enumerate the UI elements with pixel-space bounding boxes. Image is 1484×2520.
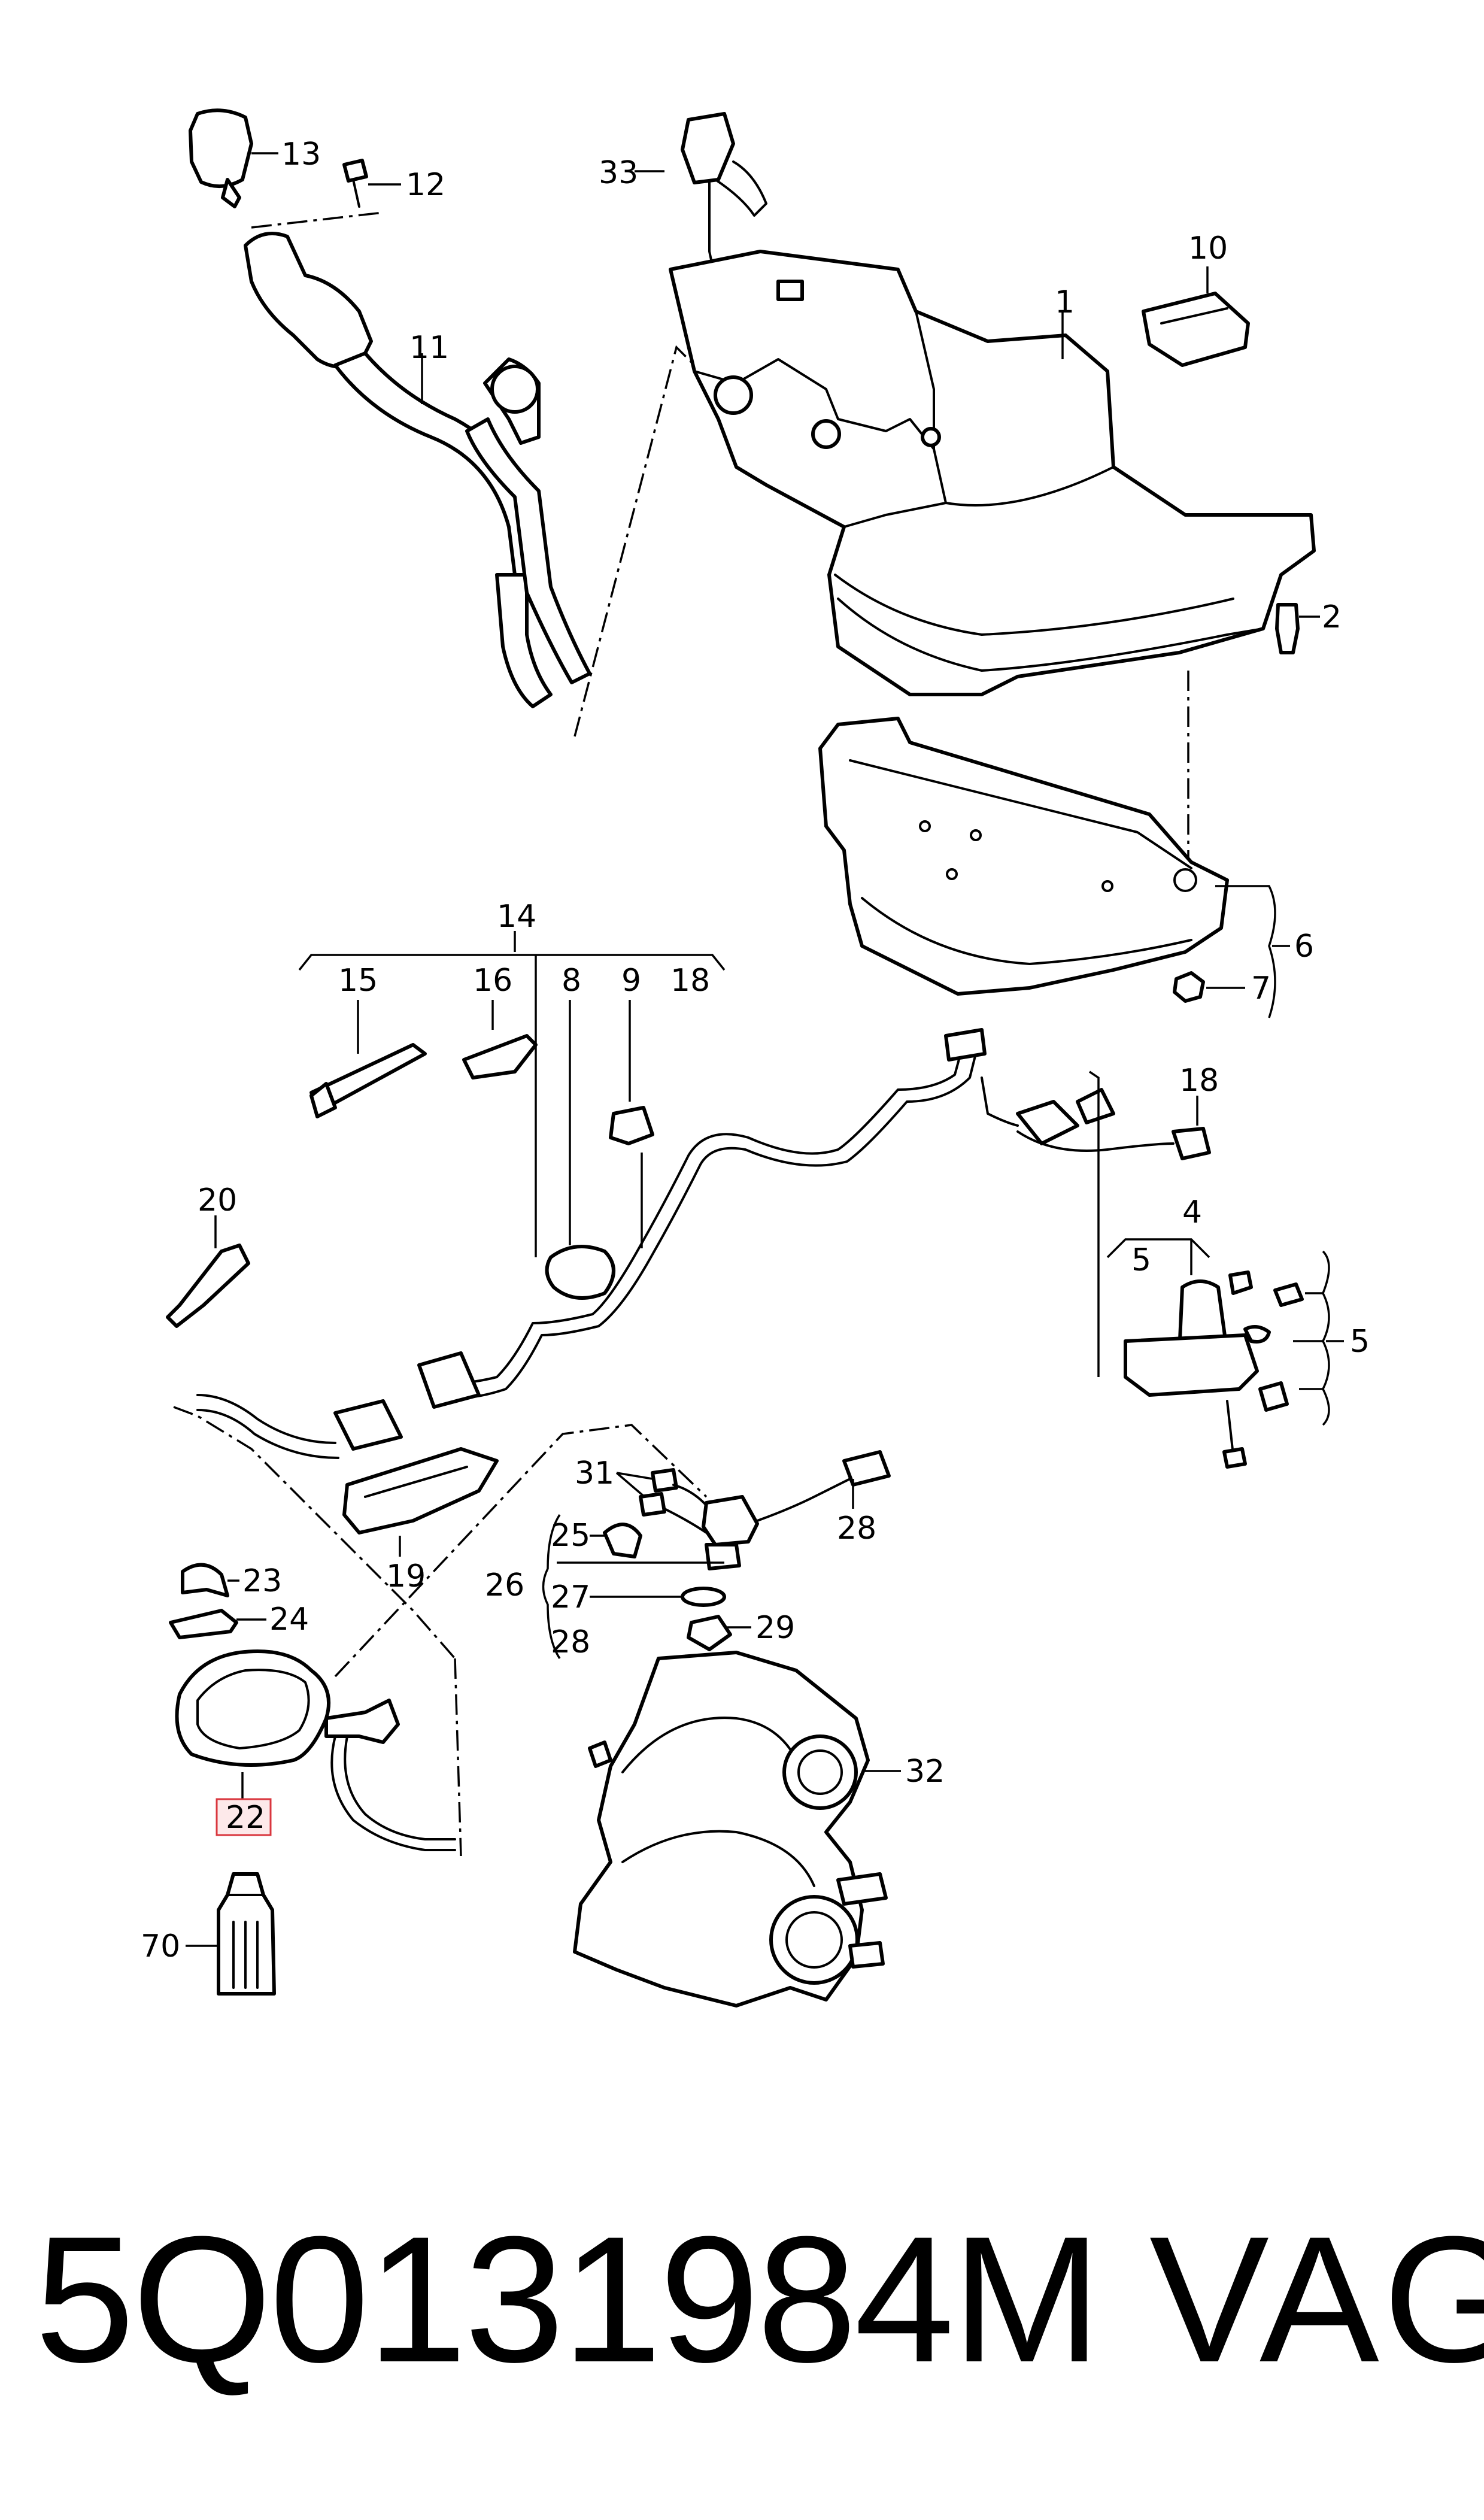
part-6-shield bbox=[818, 717, 1290, 1018]
callout-29: 29 bbox=[755, 1610, 795, 1646]
callout-28-left: 28 bbox=[551, 1624, 590, 1660]
callout-23: 23 bbox=[242, 1563, 282, 1599]
part-16-clip bbox=[462, 1000, 538, 1079]
callout-22-highlight bbox=[216, 1798, 272, 1836]
part-20-bracket bbox=[166, 1215, 250, 1328]
part-25-clip bbox=[590, 1523, 642, 1558]
callout-28-right: 28 bbox=[837, 1511, 876, 1546]
part-29-clamp bbox=[687, 1615, 751, 1651]
callout-20: 20 bbox=[198, 1182, 237, 1218]
callout-13: 13 bbox=[281, 137, 321, 172]
part-33-connector bbox=[635, 112, 767, 295]
callout-18-top: 18 bbox=[670, 963, 710, 999]
part-10-connector bbox=[1142, 266, 1250, 367]
callout-14: 14 bbox=[497, 899, 536, 935]
part-32-housing bbox=[573, 1651, 901, 2007]
callout-5-top: 5 bbox=[1131, 1242, 1151, 1278]
part-13-cap bbox=[189, 108, 278, 208]
callout-9: 9 bbox=[621, 963, 641, 999]
callout-24: 24 bbox=[269, 1602, 309, 1637]
callout-10: 10 bbox=[1188, 231, 1228, 266]
callout-25: 25 bbox=[551, 1518, 590, 1554]
part-2-bolt bbox=[1275, 603, 1320, 654]
callout-33: 33 bbox=[599, 155, 638, 191]
part-27-seal bbox=[590, 1587, 726, 1607]
part-19-holder bbox=[342, 1447, 499, 1557]
part-7-nut bbox=[1173, 971, 1245, 1003]
callout-22: 22 bbox=[226, 1800, 265, 1836]
callout-27: 27 bbox=[551, 1579, 590, 1615]
callout-12: 12 bbox=[406, 167, 445, 203]
footer-part-number: 5Q0131984M bbox=[35, 2198, 1101, 2400]
footer-brand: VAG bbox=[1149, 2198, 1484, 2400]
part-8-ring bbox=[545, 1000, 615, 1300]
part-11-filler-neck bbox=[244, 232, 591, 708]
part-9-grommet bbox=[609, 1000, 654, 1248]
callout-4: 4 bbox=[1182, 1194, 1202, 1230]
part-1-tank bbox=[669, 250, 1316, 696]
callout-8: 8 bbox=[562, 963, 581, 999]
part-15-sensor bbox=[309, 1000, 427, 1118]
callout-19: 19 bbox=[386, 1558, 426, 1594]
assembly-dash-19 bbox=[334, 1424, 708, 1678]
part-23-clip bbox=[181, 1563, 239, 1597]
callout-15: 15 bbox=[338, 963, 378, 999]
callout-70: 70 bbox=[141, 1928, 180, 1964]
callout-6: 6 bbox=[1294, 929, 1314, 965]
callout-7: 7 bbox=[1251, 971, 1271, 1006]
assembly-dash-22 bbox=[173, 1406, 456, 1660]
callout-32: 32 bbox=[905, 1754, 945, 1790]
fuel-line bbox=[196, 1028, 1019, 1459]
part-24-clip bbox=[169, 1609, 266, 1639]
callout-16: 16 bbox=[473, 963, 512, 999]
part-22-hose bbox=[175, 1649, 456, 1851]
bracket-26 bbox=[542, 1514, 724, 1659]
callout-5-right: 5 bbox=[1350, 1324, 1370, 1360]
assembly-dash-13 bbox=[251, 211, 384, 229]
callout-18-right: 18 bbox=[1179, 1063, 1219, 1099]
part-12-bolt bbox=[342, 159, 401, 208]
callout-2: 2 bbox=[1322, 599, 1342, 635]
part-31-sensor bbox=[615, 1450, 891, 1570]
callout-11: 11 bbox=[409, 330, 449, 366]
assembly-dash-bottom bbox=[454, 1658, 462, 1857]
part-18-sensor bbox=[1016, 1071, 1211, 1377]
part-4-pump bbox=[1106, 1238, 1344, 1469]
bracket-14 bbox=[298, 931, 726, 1257]
callout-31: 31 bbox=[575, 1455, 614, 1491]
callout-1: 1 bbox=[1055, 284, 1075, 320]
callout-26: 26 bbox=[485, 1567, 524, 1603]
assembly-dash-11 bbox=[573, 345, 726, 737]
part-70-bottle bbox=[186, 1872, 276, 1996]
